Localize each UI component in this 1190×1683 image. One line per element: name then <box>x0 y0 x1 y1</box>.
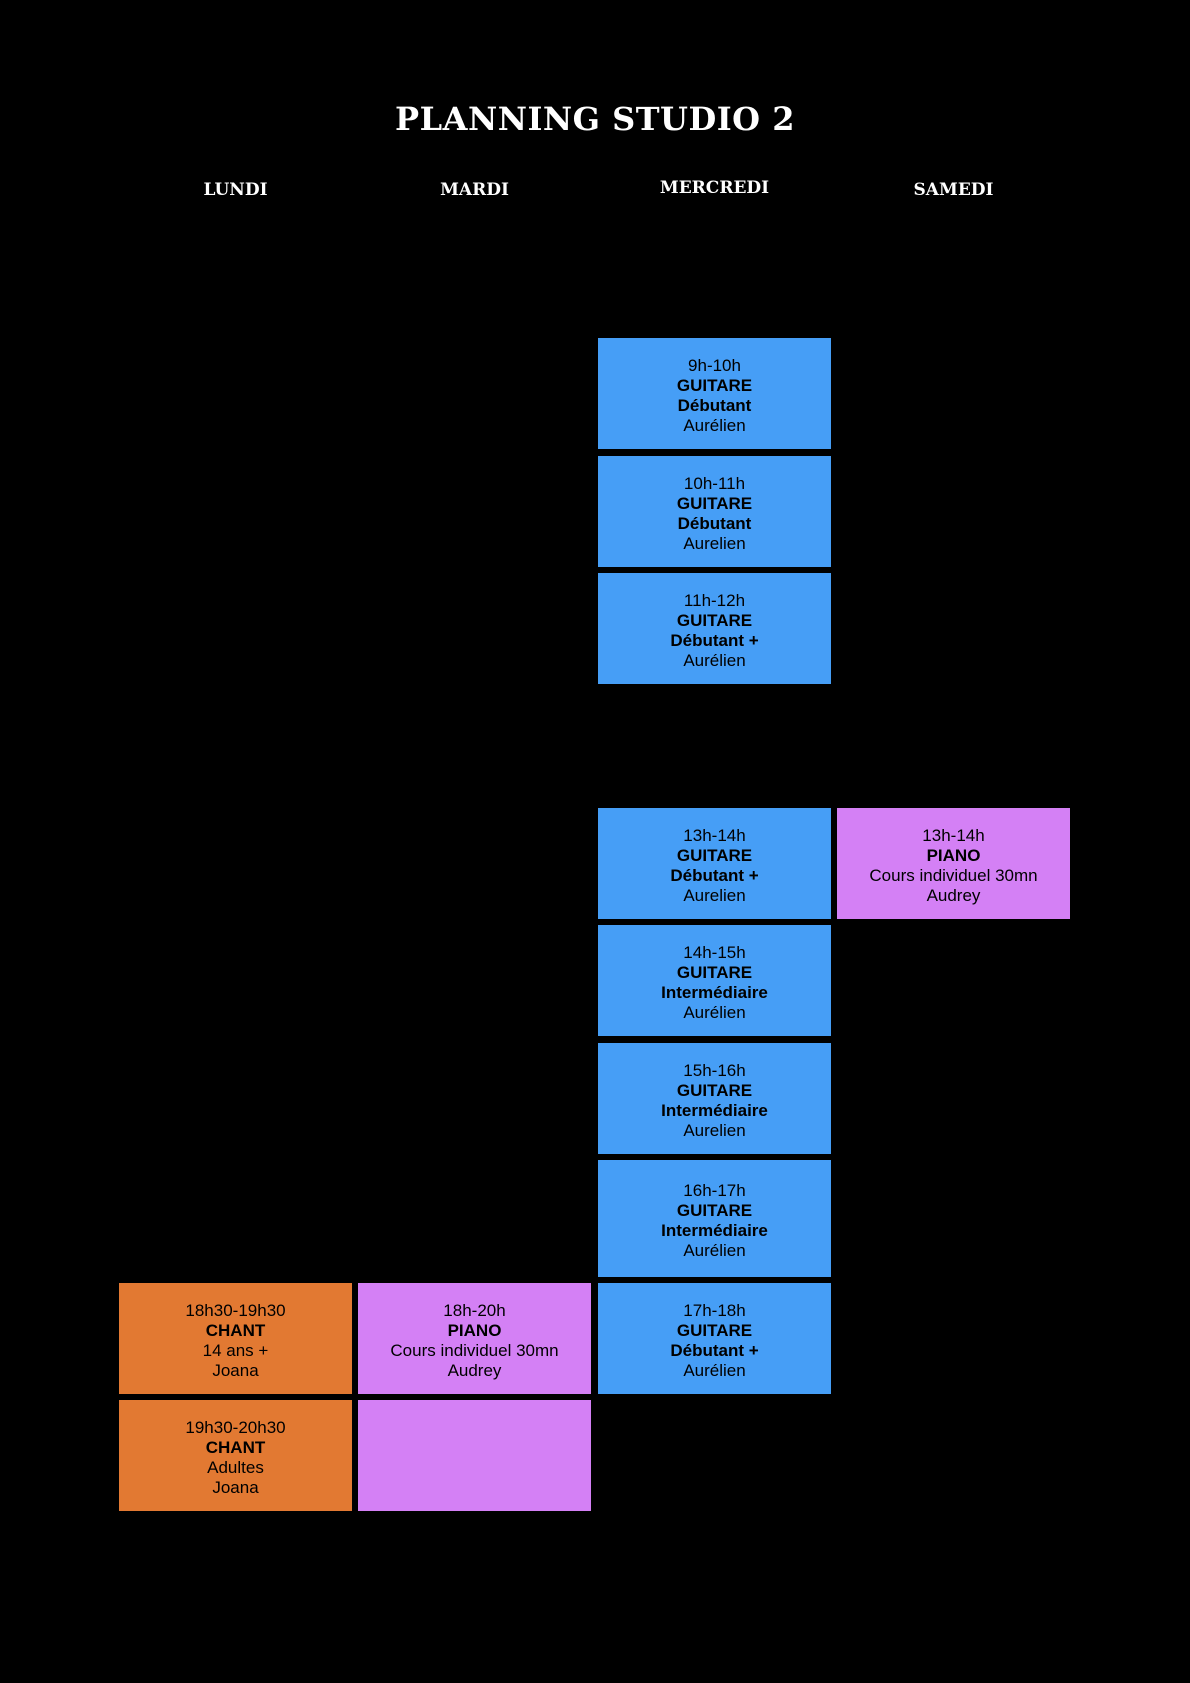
class-level: Intermédiaire <box>661 1100 768 1120</box>
class-course: PIANO <box>926 845 981 865</box>
day-header-mardi: MARDI <box>440 180 509 200</box>
class-course: GUITARE <box>676 1320 753 1340</box>
class-course: GUITARE <box>676 962 753 982</box>
class-course: GUITARE <box>676 1200 753 1220</box>
class-time: 10h-11h <box>683 473 746 493</box>
class-teacher: Aurélien <box>683 1240 746 1260</box>
class-teacher: Aurélien <box>683 1002 746 1022</box>
class-time: 18h30-19h30 <box>185 1300 286 1320</box>
class-block-chant[interactable]: 19h30-20h30 CHANT Adultes Joana <box>119 1400 352 1511</box>
class-level: Débutant <box>677 513 752 533</box>
class-teacher: Audrey <box>447 1360 502 1380</box>
class-level: Cours individuel 30mn <box>869 865 1038 885</box>
class-course: GUITARE <box>676 610 753 630</box>
class-block-piano-continuation[interactable] <box>358 1400 591 1511</box>
class-teacher: Aurelien <box>683 1120 746 1140</box>
class-time: 13h-14h <box>683 825 746 845</box>
class-teacher: Audrey <box>926 885 981 905</box>
class-teacher: Aurélien <box>683 1360 746 1380</box>
class-course: GUITARE <box>676 375 753 395</box>
class-time: 14h-15h <box>683 942 746 962</box>
class-time: 16h-17h <box>683 1180 746 1200</box>
class-time: 15h-16h <box>683 1060 746 1080</box>
class-teacher: Joana <box>212 1477 259 1497</box>
class-time: 19h30-20h30 <box>185 1417 286 1437</box>
class-level: Débutant + <box>670 630 759 650</box>
class-course: PIANO <box>447 1320 502 1340</box>
class-block-guitare[interactable]: 13h-14h GUITARE Débutant + Aurelien <box>598 808 831 919</box>
class-block-guitare[interactable]: 11h-12h GUITARE Débutant + Aurélien <box>598 573 831 684</box>
class-block-guitare[interactable]: 14h-15h GUITARE Intermédiaire Aurélien <box>598 925 831 1036</box>
class-teacher: Aurélien <box>683 415 746 435</box>
class-level: Intermédiaire <box>661 1220 768 1240</box>
class-time: 18h-20h <box>443 1300 506 1320</box>
class-time: 17h-18h <box>683 1300 746 1320</box>
class-teacher: Aurelien <box>683 885 746 905</box>
class-level: 14 ans + <box>202 1340 269 1360</box>
class-course: GUITARE <box>676 493 753 513</box>
day-header-mercredi: MERCREDI <box>659 178 770 198</box>
class-block-piano[interactable]: 13h-14h PIANO Cours individuel 30mn Audr… <box>837 808 1070 919</box>
class-time: 13h-14h <box>922 825 985 845</box>
class-block-guitare[interactable]: 9h-10h GUITARE Débutant Aurélien <box>598 338 831 449</box>
class-teacher: Aurelien <box>683 533 746 553</box>
class-block-guitare[interactable]: 17h-18h GUITARE Débutant + Aurélien <box>598 1283 831 1394</box>
class-level: Débutant <box>677 395 752 415</box>
class-block-guitare[interactable]: 16h-17h GUITARE Intermédiaire Aurélien <box>598 1160 831 1277</box>
class-block-guitare[interactable]: 10h-11h GUITARE Débutant Aurelien <box>598 456 831 567</box>
class-course: GUITARE <box>676 1080 753 1100</box>
class-block-guitare[interactable]: 15h-16h GUITARE Intermédiaire Aurelien <box>598 1043 831 1154</box>
class-level: Intermédiaire <box>661 982 768 1002</box>
day-header-lundi: LUNDI <box>203 180 268 200</box>
class-block-chant[interactable]: 18h30-19h30 CHANT 14 ans + Joana <box>119 1283 352 1394</box>
day-header-samedi: SAMEDI <box>913 180 994 200</box>
class-level: Adultes <box>207 1457 264 1477</box>
class-teacher: Aurélien <box>683 650 746 670</box>
class-course: CHANT <box>205 1320 266 1340</box>
class-level: Débutant + <box>670 865 759 885</box>
class-course: CHANT <box>205 1437 266 1457</box>
class-level: Débutant + <box>670 1340 759 1360</box>
class-level: Cours individuel 30mn <box>390 1340 559 1360</box>
class-time: 11h-12h <box>683 590 746 610</box>
page-title: PLANNING STUDIO 2 <box>395 100 795 138</box>
class-course: GUITARE <box>676 845 753 865</box>
class-block-piano[interactable]: 18h-20h PIANO Cours individuel 30mn Audr… <box>358 1283 591 1394</box>
class-teacher: Joana <box>212 1360 259 1380</box>
class-time: 9h-10h <box>688 355 741 375</box>
